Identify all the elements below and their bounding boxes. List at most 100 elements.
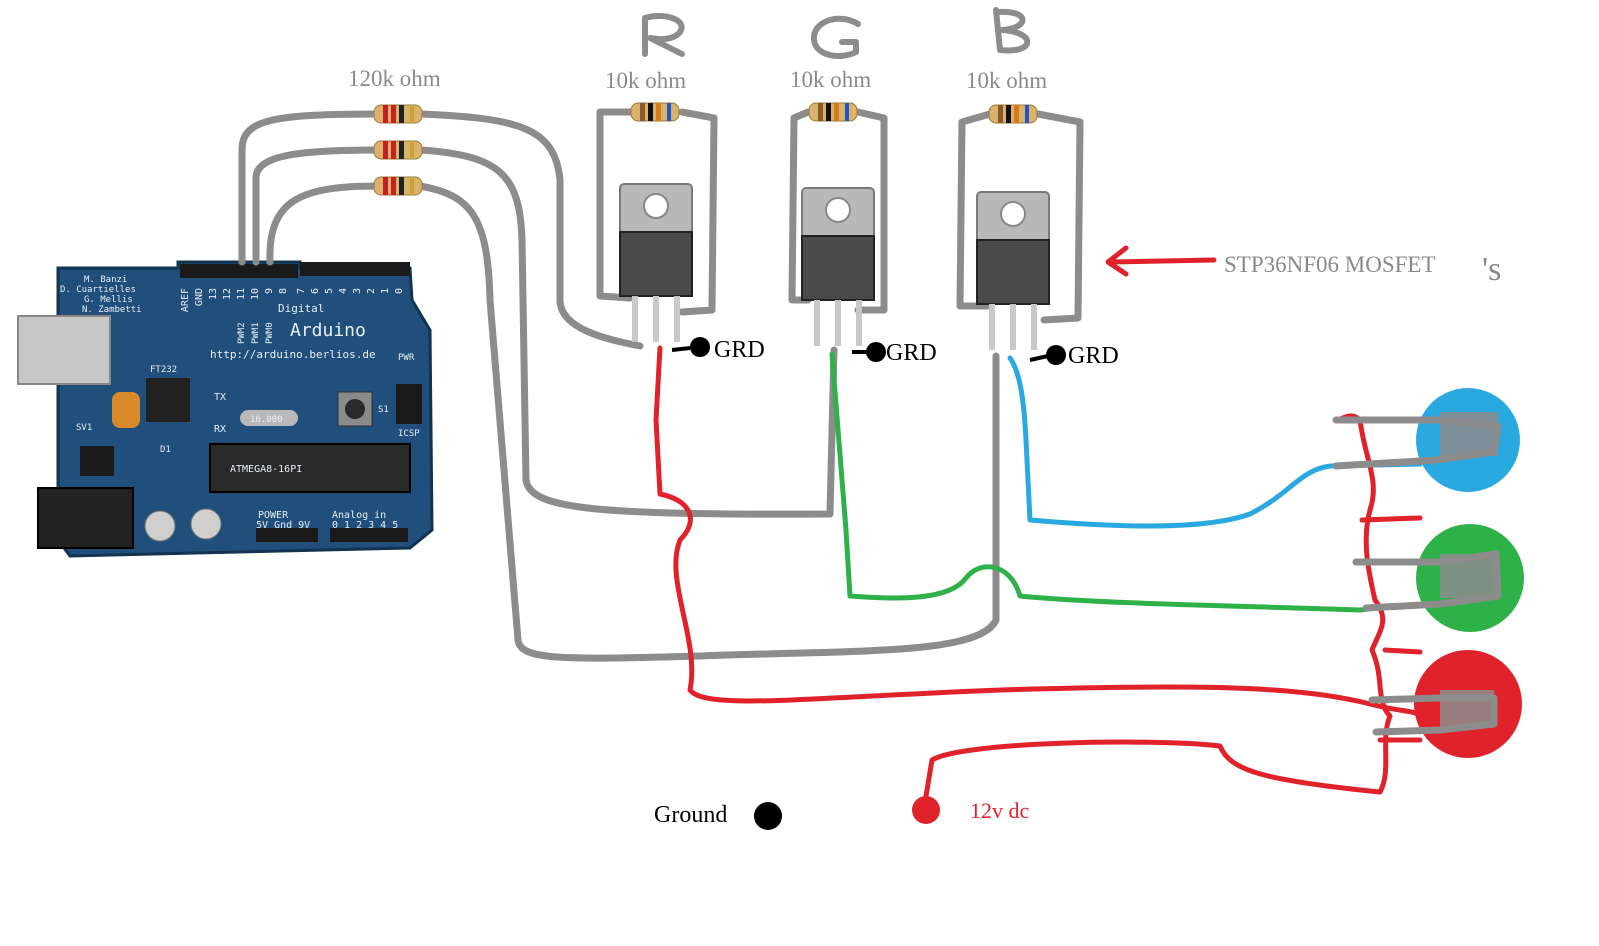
capacitor	[190, 508, 222, 540]
pin-label: 6	[310, 288, 321, 294]
power-jack	[37, 487, 134, 549]
arrow-head	[1105, 245, 1129, 277]
voltage-regulator	[80, 446, 114, 476]
pin-label: 8	[278, 288, 289, 294]
tx-label: TX	[214, 392, 226, 403]
mosfet	[801, 187, 875, 347]
capacitor	[112, 392, 140, 428]
pin-label: 3	[352, 288, 363, 294]
pulldown-loop	[788, 108, 888, 314]
mosfet-plural: 's	[1482, 251, 1501, 288]
channel-letters	[642, 7, 1031, 59]
pin-label: 4	[338, 288, 349, 294]
ground-markers: GRD GRD GRD	[671, 337, 1119, 369]
resistor-120k-label: 120k ohm	[348, 66, 441, 91]
letter-g-glyph	[810, 15, 861, 59]
pwm-label: PWM2	[237, 322, 247, 344]
pin-label: 0	[394, 288, 405, 294]
supply-legend-label: 12v dc	[970, 798, 1030, 823]
pulldown-loop	[956, 110, 1084, 324]
arduino-logo: Arduino	[290, 320, 366, 341]
arduino-url: http://arduino.berlios.de	[210, 348, 376, 361]
mosfet	[619, 183, 693, 343]
credit-line: G. Mellis	[84, 295, 133, 305]
grd-label: GRD	[1068, 343, 1119, 369]
icsp-label: ICSP	[398, 429, 420, 439]
capacitor	[144, 510, 176, 542]
mosfet-channel-g: 10k ohm	[788, 67, 888, 347]
legend: Ground 12v dc	[654, 796, 1030, 830]
resistor-10k	[988, 104, 1038, 124]
credit-line: N. Zambetti	[82, 305, 142, 315]
drain-wire-red	[653, 345, 1423, 719]
letter-r-glyph	[642, 12, 685, 57]
gate-wire-blue-channel	[266, 182, 1000, 662]
power-label: POWER	[258, 510, 289, 521]
credit-line: M. Banzi	[84, 275, 127, 285]
pin-label: AREF	[180, 288, 191, 312]
power-pins-label: 5V Gnd 9V	[256, 520, 310, 531]
pin-label: 5	[324, 288, 335, 294]
pwm-label: PWM0	[265, 322, 275, 344]
pin-label: 13	[208, 288, 219, 300]
arrow-shaft	[1109, 257, 1217, 265]
mosfet-label: STP36NF06 MOSFET	[1224, 252, 1436, 277]
led-green	[1352, 524, 1524, 632]
d1-label: D1	[160, 445, 171, 455]
sv1-label: SV1	[76, 423, 92, 433]
pin-labels: AREF GND 13 12 11 10 9 8 7 6 5 4 3 2 1 0…	[180, 288, 405, 344]
mosfet-channel-b: 10k ohm	[956, 68, 1084, 351]
led-blue	[1332, 388, 1520, 492]
mosfet-channel-r: 10k ohm	[596, 68, 718, 343]
ground-legend-label: Ground	[654, 802, 727, 828]
resistor-120k-2	[373, 140, 423, 160]
analog-header	[330, 528, 408, 542]
digital-header	[180, 264, 298, 278]
pin-label: 9	[264, 288, 275, 294]
gate-wire-red-channel	[238, 110, 644, 350]
ftdi-chip	[146, 378, 190, 422]
letter-b-glyph	[993, 7, 1031, 54]
resistor-10k	[630, 102, 680, 122]
mosfet	[976, 191, 1050, 351]
resistor-120k-3	[373, 176, 423, 196]
pin-label: 7	[296, 288, 307, 294]
resistor-120k-1	[373, 104, 423, 124]
crystal	[240, 410, 298, 426]
analog-label: Analog in	[332, 510, 386, 521]
ftdi-label: FT232	[150, 365, 177, 375]
resistor-10k-label: 10k ohm	[605, 68, 686, 93]
pin-label: GND	[194, 288, 205, 306]
pulldown-loop	[596, 108, 718, 316]
pin-label: 1	[380, 288, 391, 294]
digital-header-2	[300, 262, 410, 276]
gate-resistors: 120k ohm	[348, 66, 441, 196]
microcontroller-chip	[209, 443, 411, 493]
analog-pins-label: 0 1 2 3 4 5	[332, 520, 398, 531]
supply-rail	[923, 413, 1423, 799]
pin-label: 2	[366, 288, 377, 294]
s1-label: S1	[378, 405, 389, 415]
pin-label: 12	[222, 288, 233, 300]
pin-label: 10	[250, 288, 261, 300]
pin-label: 11	[236, 288, 247, 300]
arduino-board: M. Banzi D. Cuartielles G. Mellis N. Zam…	[17, 260, 434, 558]
resistor-10k-label: 10k ohm	[790, 67, 871, 92]
pwr-label: PWR	[398, 353, 415, 363]
reset-button	[337, 391, 373, 427]
pwm-label: PWM1	[251, 322, 261, 344]
led-red	[1368, 650, 1522, 758]
grd-label: GRD	[886, 340, 937, 366]
ground-legend-dot	[754, 802, 782, 830]
supply-legend-dot	[912, 796, 940, 824]
icsp-header	[396, 384, 422, 424]
crystal-label: 16.000	[250, 415, 283, 425]
digital-label: Digital	[278, 302, 324, 315]
rx-label: RX	[214, 424, 226, 435]
resistor-10k	[808, 102, 858, 122]
usb-connector	[17, 315, 111, 385]
gate-wires	[238, 110, 1000, 662]
drain-wire-green	[829, 351, 1423, 613]
gate-wire-green-channel	[252, 146, 838, 518]
